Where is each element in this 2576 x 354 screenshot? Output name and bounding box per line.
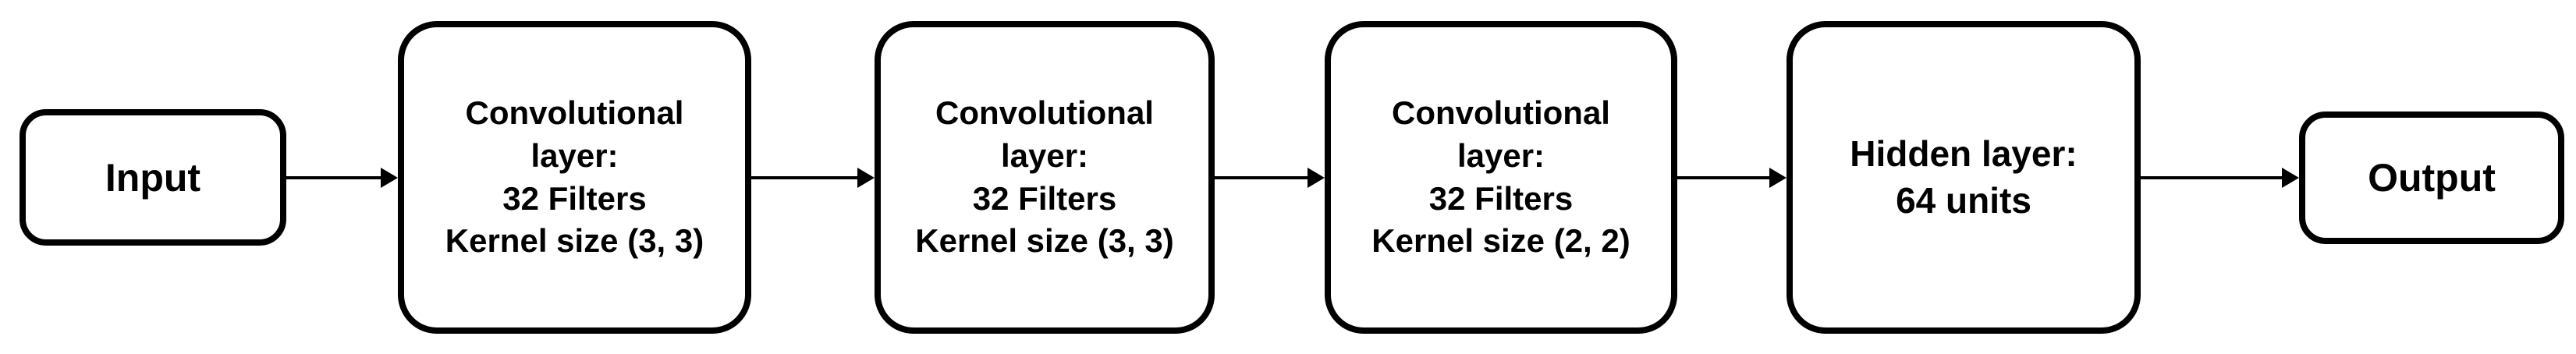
node-hidden-layer: Hidden layer: 64 units <box>1787 21 2141 334</box>
node-conv-layer-1-label: Convolutional layer: 32 Filters Kernel s… <box>445 94 704 260</box>
node-input-label: Input <box>105 155 201 200</box>
node-hidden-layer-label: Hidden layer: 64 units <box>1850 133 2077 221</box>
node-conv-layer-2: Convolutional layer: 32 Filters Kernel s… <box>875 21 1215 334</box>
arrow-input-to-conv1 <box>286 168 398 188</box>
node-output: Output <box>2299 112 2564 244</box>
node-conv-layer-1: Convolutional layer: 32 Filters Kernel s… <box>398 21 751 334</box>
node-input: Input <box>20 109 286 246</box>
node-conv-layer-2-label: Convolutional layer: 32 Filters Kernel s… <box>915 94 1174 260</box>
arrow-hidden-to-output <box>2141 168 2299 188</box>
node-conv-layer-3-label: Convolutional layer: 32 Filters Kernel s… <box>1371 94 1630 260</box>
arrow-conv1-to-conv2 <box>751 168 875 188</box>
arrow-conv3-to-hidden <box>1677 168 1787 188</box>
arrow-conv2-to-conv3 <box>1215 168 1325 188</box>
node-output-label: Output <box>2368 156 2496 200</box>
node-conv-layer-3: Convolutional layer: 32 Filters Kernel s… <box>1325 21 1677 334</box>
